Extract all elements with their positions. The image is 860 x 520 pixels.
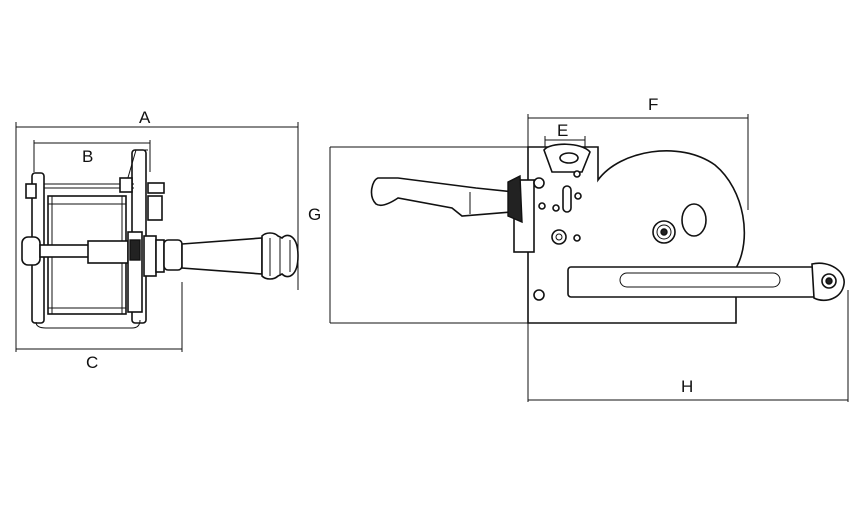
dimension-c-label: C — [86, 353, 98, 372]
top-bolts — [25, 177, 165, 221]
dimension-b-label: B — [82, 147, 93, 166]
gear-assembly — [127, 231, 183, 313]
dimension-c: C — [16, 282, 183, 372]
dimension-e-label: E — [557, 121, 568, 140]
side-view: F E G H — [308, 95, 849, 402]
dimension-b: B — [33, 140, 151, 172]
crank-arm — [567, 262, 845, 302]
dimension-a: A — [15, 108, 299, 352]
crank-handle-front — [181, 232, 299, 280]
drive-shaft — [21, 236, 133, 266]
crank-handle-side — [370, 174, 523, 224]
dimension-e: E — [544, 121, 586, 148]
dimension-h-label: H — [681, 377, 693, 396]
dimension-h: H — [528, 290, 849, 402]
dimension-g-label: G — [308, 205, 321, 224]
dimension-a-label: A — [139, 108, 151, 127]
dimension-f-label: F — [648, 95, 658, 114]
front-view: A B C — [15, 108, 299, 372]
